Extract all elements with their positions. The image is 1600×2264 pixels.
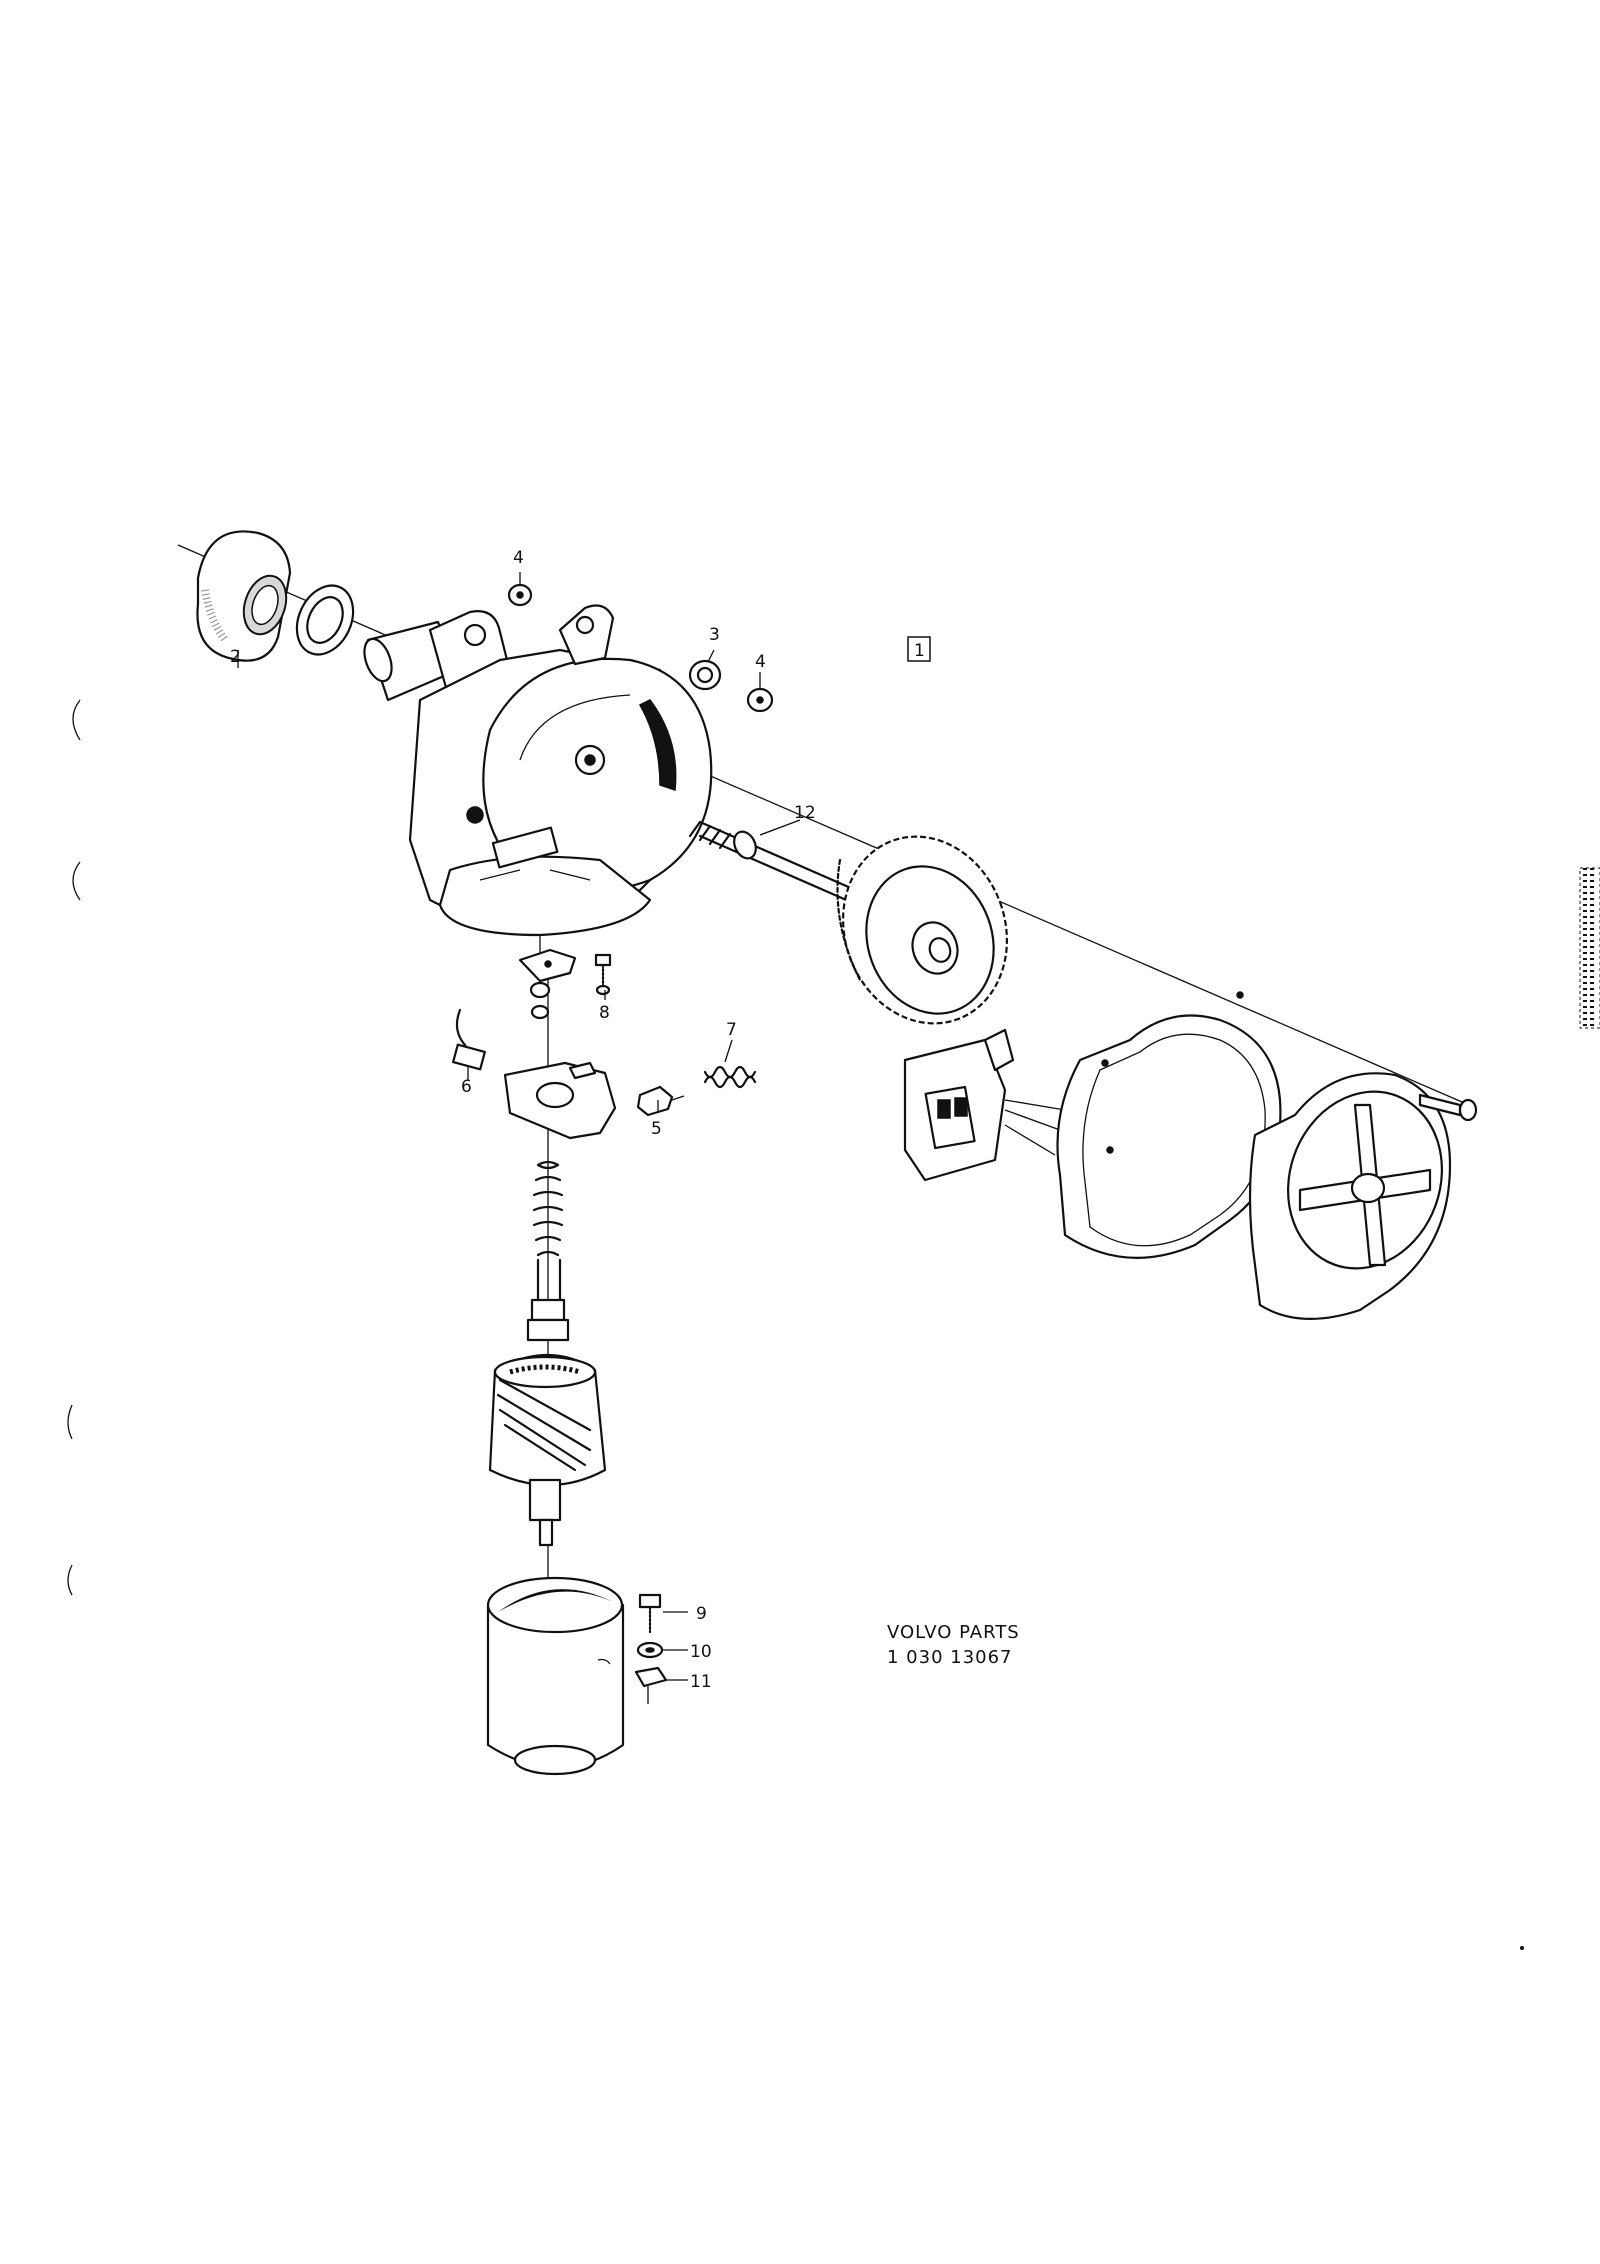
part-brush-plate — [503, 1061, 617, 1140]
part-rubber-grommet — [688, 659, 722, 691]
callout-6: 6 — [461, 1077, 472, 1097]
callout-5: 5 — [651, 1119, 662, 1139]
part-nut-upper — [507, 583, 533, 607]
stray-dot — [1520, 1946, 1524, 1950]
part-drive-shaft-gear — [688, 820, 1008, 1025]
callout-11: 11 — [690, 1672, 712, 1692]
part-spring — [703, 1065, 757, 1089]
callout-4-upper: 4 — [513, 548, 524, 568]
callout-2: 2 — [230, 647, 241, 667]
callout-3: 3 — [709, 625, 720, 645]
part-small-bracket — [518, 948, 577, 1020]
part-screw — [638, 1593, 662, 1634]
part-armature — [488, 1354, 607, 1547]
callout-8: 8 — [599, 1003, 610, 1023]
part-worm-shaft — [526, 1160, 570, 1342]
page-edge-tab — [1579, 867, 1600, 1029]
part-cover-plate — [1248, 1072, 1452, 1320]
binder-hole-marks — [67, 699, 81, 1596]
part-screw-right — [1418, 1093, 1478, 1122]
part-nut-lower — [746, 687, 774, 713]
part-gear-housing — [363, 604, 713, 937]
part-bushing-cup — [196, 530, 292, 662]
part-brush — [636, 1085, 685, 1117]
reference-number: 1 030 13067 — [887, 1647, 1013, 1668]
part-motor-can — [486, 1576, 625, 1776]
part-gasket — [1056, 991, 1282, 1259]
part-clip — [634, 1666, 668, 1704]
callout-12: 12 — [794, 803, 816, 823]
part-washer-small — [636, 1641, 664, 1659]
part-brush-with-lead — [452, 1008, 486, 1071]
figure-number-box: 1 — [907, 636, 931, 662]
callout-9: 9 — [696, 1604, 707, 1624]
callout-7: 7 — [726, 1020, 737, 1040]
callout-4-lower: 4 — [755, 652, 766, 672]
part-connector-block — [903, 1028, 1066, 1182]
callout-10: 10 — [690, 1642, 712, 1662]
part-washer-ring — [295, 584, 355, 656]
callout-leaders — [467, 572, 801, 1681]
part-terminal-screw — [594, 953, 612, 996]
assembly-axis-line — [177, 544, 1463, 1103]
figure-number: 1 — [914, 641, 925, 661]
reference-title: VOLVO PARTS — [887, 1622, 1020, 1643]
